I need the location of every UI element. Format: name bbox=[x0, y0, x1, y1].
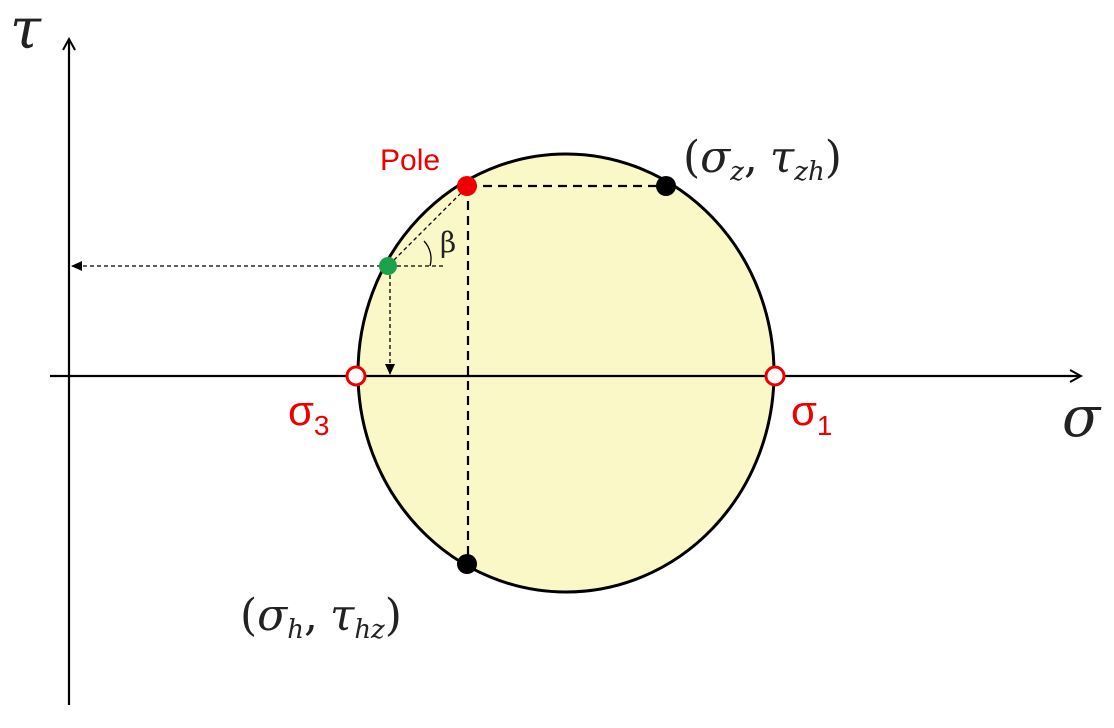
mohr-circle bbox=[356, 152, 776, 594]
point-hz-sigma: σ bbox=[257, 590, 289, 641]
point-zh-sigma-sub: z bbox=[729, 157, 744, 187]
pole-label: Pole bbox=[380, 144, 440, 177]
sigma1-label-base: σ bbox=[791, 387, 817, 434]
point-zh-tau: τ bbox=[770, 132, 795, 183]
sigma-axis-label: σ bbox=[1062, 385, 1102, 450]
point-hz-comma: , bbox=[304, 590, 318, 641]
pole-to-plane-line bbox=[389, 187, 467, 265]
point-hz-tau: τ bbox=[330, 590, 355, 641]
sigma3-label-sub: 3 bbox=[314, 410, 330, 441]
point-zh-comma: , bbox=[744, 132, 758, 183]
tau-axis-label: τ bbox=[10, 0, 42, 62]
sigma1-label-sub: 1 bbox=[817, 410, 833, 441]
pole-point bbox=[457, 176, 477, 196]
sigma1-point bbox=[764, 365, 786, 387]
point-hz-open: ( bbox=[240, 590, 257, 641]
point-zh-close: ) bbox=[825, 132, 842, 183]
stress-point-zh bbox=[656, 176, 676, 196]
point-hz-close: ) bbox=[385, 590, 402, 641]
sigma3-point bbox=[345, 365, 367, 387]
beta-label: β bbox=[440, 226, 456, 259]
point-zh-label: (σz,τzh) bbox=[683, 132, 842, 187]
point-hz-label: (σh,τhz) bbox=[240, 590, 402, 645]
sigma3-label-base: σ bbox=[288, 387, 314, 434]
point-zh-open: ( bbox=[683, 132, 700, 183]
stress-point-hz bbox=[457, 554, 477, 574]
sigma3-label: σ3 bbox=[288, 387, 330, 441]
sigma1-label: σ1 bbox=[791, 387, 833, 441]
point-hz-tau-sub: hz bbox=[354, 615, 385, 645]
point-hz-sigma-sub: h bbox=[287, 615, 304, 645]
plane-point bbox=[379, 257, 397, 275]
beta-angle-arc bbox=[423, 240, 432, 267]
point-zh-sigma: σ bbox=[700, 132, 732, 183]
point-zh-tau-sub: zh bbox=[793, 157, 824, 187]
